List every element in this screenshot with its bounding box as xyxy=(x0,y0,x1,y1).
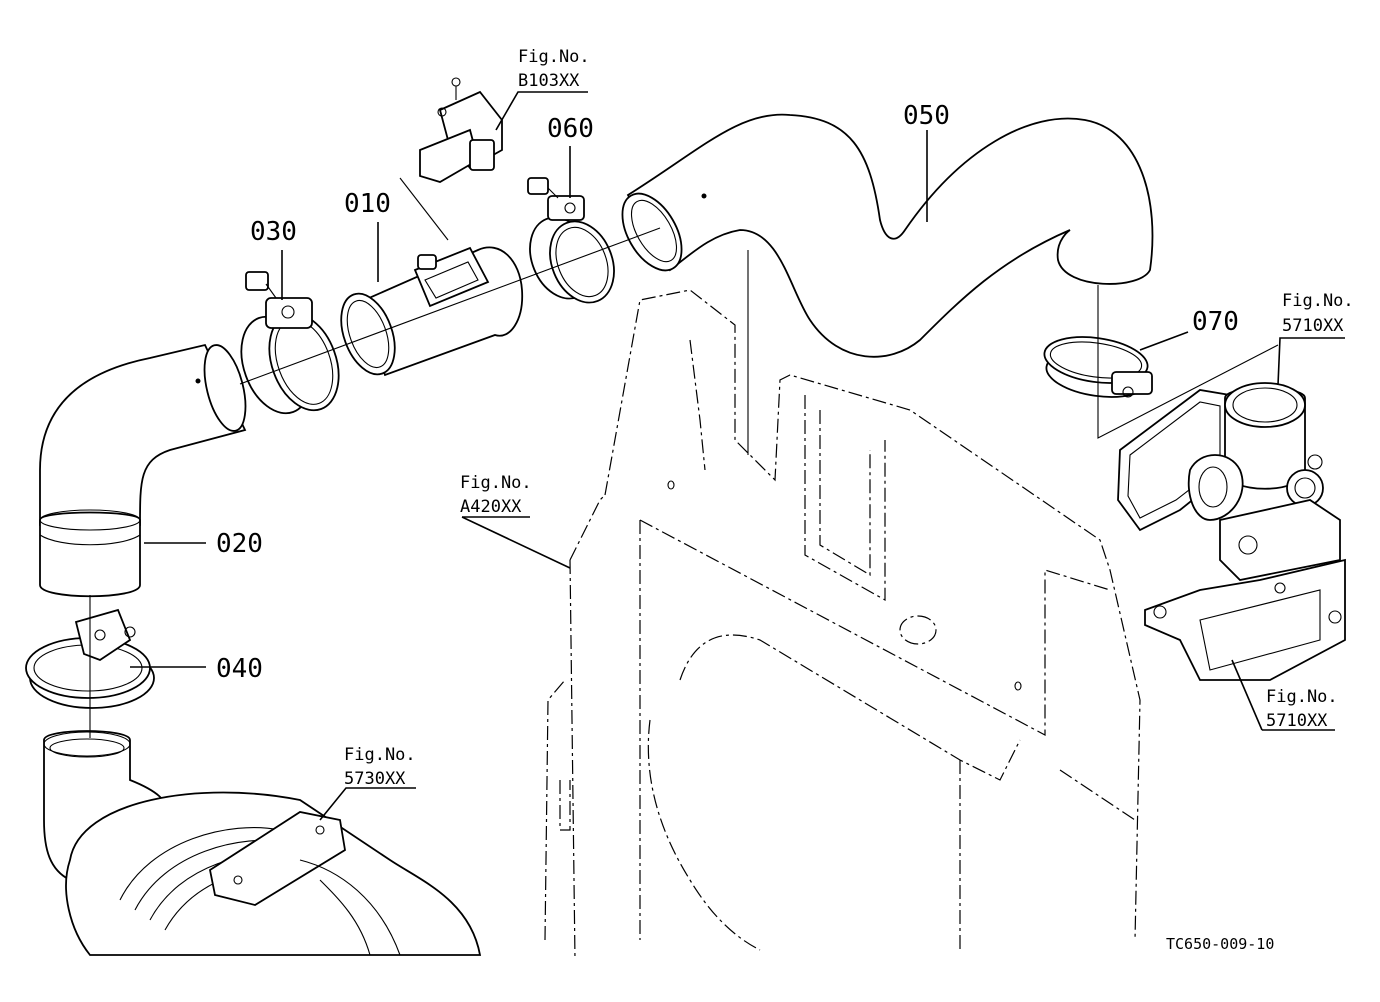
figref-5710-top-title: Fig.No. xyxy=(1282,291,1354,311)
part-label-020: 020 xyxy=(216,529,263,559)
part-label-060: 060 xyxy=(547,114,594,144)
clamp-060 xyxy=(527,177,615,304)
mass-airflow-sensor xyxy=(419,77,503,183)
clamp-070 xyxy=(1043,336,1153,398)
elbow-hose-020 xyxy=(39,343,247,598)
air-cleaner-assembly xyxy=(43,730,482,956)
figref-5730-title: Fig.No. xyxy=(344,745,416,765)
figref-5710-bottom-title: Fig.No. xyxy=(1266,687,1338,707)
figref-b103-title: Fig.No. xyxy=(518,47,590,67)
figref-b103-code: B103XX xyxy=(518,71,580,91)
assembly-centerlines xyxy=(89,177,1279,738)
drawing-number: TC650-009-10 xyxy=(1166,935,1274,953)
figref-5730-code: 5730XX xyxy=(344,769,406,789)
clamp-040 xyxy=(25,608,155,709)
part-label-040: 040 xyxy=(216,654,263,684)
figref-a420-code: A420XX xyxy=(460,497,522,517)
hose-050 xyxy=(621,113,1154,358)
part-label-010: 010 xyxy=(344,189,391,219)
leader-lines xyxy=(130,91,1345,821)
part-label-070: 070 xyxy=(1192,307,1239,337)
throttle-body-assembly xyxy=(1117,382,1346,681)
figref-5710-bottom-code: 5710XX xyxy=(1266,711,1328,731)
figref-a420-title: Fig.No. xyxy=(460,473,532,493)
clamp-030 xyxy=(240,271,340,415)
part-label-050: 050 xyxy=(903,101,950,131)
fan-shroud xyxy=(544,289,1141,961)
figref-5710-top-code: 5710XX xyxy=(1282,316,1344,336)
airflow-sensor-010 xyxy=(340,246,523,377)
part-label-030: 030 xyxy=(250,217,297,247)
